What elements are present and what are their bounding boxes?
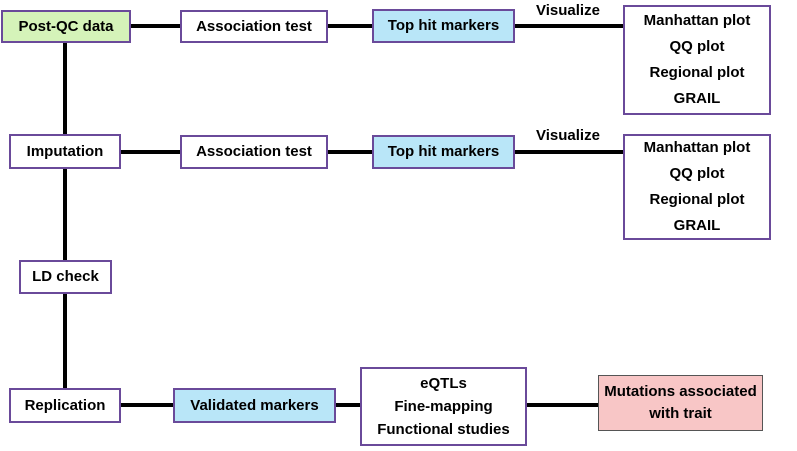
post-qc-data-node: Post-QC data (1, 10, 131, 43)
mutations-node: Mutations associated with trait (598, 375, 763, 431)
validated-markers-label: Validated markers (190, 396, 319, 414)
plots-node-2: Manhattan plot QQ plot Regional plot GRA… (623, 134, 771, 240)
visualize-label-2: Visualize (536, 127, 600, 144)
ld-check-label: LD check (32, 268, 99, 285)
association-test-label-2: Association test (196, 143, 312, 160)
qq-plot-label-1: QQ plot (669, 38, 725, 55)
top-hit-markers-label-2: Top hit markers (387, 143, 500, 160)
visualize-label-1: Visualize (536, 2, 600, 19)
eqtls-label: eQTLs (420, 375, 467, 392)
qq-plot-label-2: QQ plot (669, 165, 725, 182)
validated-markers-node: Validated markers (173, 388, 336, 423)
top-hit-markers-node-1: Top hit markers (372, 9, 515, 43)
grail-label-1: GRAIL (673, 90, 721, 107)
ld-check-node: LD check (19, 260, 112, 294)
mutations-label-line-1: Mutations associated (604, 383, 757, 400)
plots-node-1: Manhattan plot QQ plot Regional plot GRA… (623, 5, 771, 115)
grail-label-2: GRAIL (673, 217, 721, 234)
replication-node: Replication (9, 388, 121, 423)
fine-mapping-label: Fine-mapping (394, 398, 493, 415)
mutations-label-line-2: with trait (649, 405, 712, 422)
manhattan-plot-label-2: Manhattan plot (643, 139, 751, 156)
followup-node: eQTLs Fine-mapping Functional studies (360, 367, 527, 446)
association-test-label-1: Association test (196, 17, 312, 35)
association-test-node-2: Association test (180, 135, 328, 169)
replication-label: Replication (24, 396, 106, 414)
top-hit-markers-node-2: Top hit markers (372, 135, 515, 169)
top-hit-markers-label-1: Top hit markers (387, 17, 500, 34)
regional-plot-label-2: Regional plot (649, 191, 745, 208)
manhattan-plot-label-1: Manhattan plot (643, 12, 751, 29)
regional-plot-label-1: Regional plot (649, 64, 745, 81)
imputation-node: Imputation (9, 134, 121, 169)
post-qc-data-label: Post-QC data (18, 17, 114, 35)
association-test-node-1: Association test (180, 10, 328, 43)
functional-studies-label: Functional studies (377, 421, 510, 438)
imputation-label: Imputation (26, 142, 104, 160)
